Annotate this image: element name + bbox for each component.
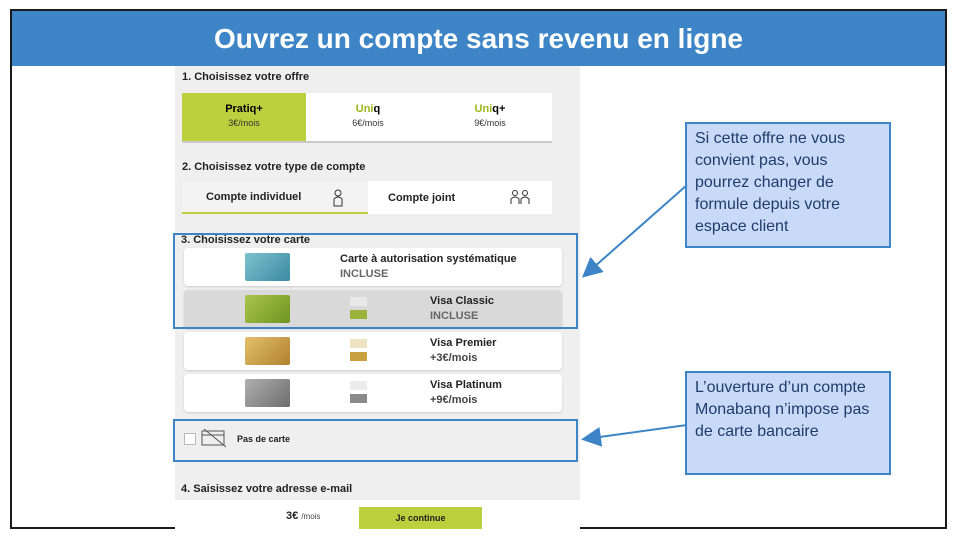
card-image [245,253,290,281]
card-variant-silver [350,297,367,306]
card-option-visa-premier[interactable]: Visa Premier +3€/mois [184,332,562,370]
account-label: Compte joint [388,191,456,204]
callout-change-offer: Si cette offre ne vous convient pas, vou… [685,122,891,248]
card-variant-light [350,339,367,348]
no-card-checkbox[interactable] [184,433,196,445]
offer-uniq[interactable]: Uniq 6€/mois [306,93,430,141]
account-individual[interactable]: Compte individuel [182,181,368,214]
card-option-visa-platinum[interactable]: Visa Platinum +9€/mois [184,374,562,412]
card-image [245,337,290,365]
section-email-heading: 4. Saisissez votre adresse e-mail [181,483,353,495]
offer-name: Uniq [355,103,381,115]
no-card-label: Pas de carte [237,434,291,444]
offer-pratiq-plus[interactable]: Pratiq+ 3€/mois [182,93,306,141]
highlight-no-card [173,419,578,462]
card-variant-light [350,381,367,390]
offer-price: 3€/mois [228,118,260,128]
arrow-to-no-card [581,424,688,447]
card-title: Visa Premier [430,337,497,349]
section-offer-heading: 1. Choisissez votre offre [182,71,310,83]
section-card-heading: 3. Choisissez votre carte [181,234,311,246]
card-subtitle: +9€/mois [430,394,478,406]
section-account-heading: 2. Choisissez votre type de compte [182,161,366,173]
account-type-selector: Compte individuel Compte joint [182,181,552,214]
no-card-icon [201,428,227,448]
offer-price: 9€/mois [474,118,506,128]
card-subtitle: +3€/mois [430,352,478,364]
card-title: Carte à autorisation systématique [340,253,517,265]
continue-button[interactable]: Je continue [359,507,482,529]
card-variant-gold [350,352,367,361]
two-persons-icon [510,190,530,204]
card-title: Visa Platinum [430,379,502,391]
footer-price: 3€ /mois [286,510,321,522]
account-joint[interactable]: Compte joint [368,181,572,214]
person-icon [333,189,343,207]
card-image [245,295,290,323]
offer-name: Uniq+ [474,103,506,115]
arrow-to-card-section [582,184,688,278]
card-variant-grey [350,394,367,403]
offer-name: Pratiq+ [225,103,263,115]
card-subtitle: INCLUSE [430,310,479,322]
offer-price: 6€/mois [352,118,384,128]
account-label: Compte individuel [206,190,302,203]
card-variant-green [350,310,367,319]
card-subtitle: INCLUSE [340,268,389,280]
slide-title: Ouvrez un compte sans revenu en ligne [12,11,945,66]
card-option-visa-classic[interactable]: Visa Classic INCLUSE [184,290,562,328]
card-title: Visa Classic [430,295,495,307]
card-image [245,379,290,407]
offer-selector: Pratiq+ 3€/mois Uniq 6€/mois Uniq+ 9€/mo… [182,93,552,143]
card-option-systematic[interactable]: Carte à autorisation systématique INCLUS… [184,248,562,286]
highlight-card-section [173,233,578,329]
callout-no-card: L’ouverture d’un compte Monabanq n’impos… [685,371,891,475]
offer-uniq-plus[interactable]: Uniq+ 9€/mois [428,93,552,141]
